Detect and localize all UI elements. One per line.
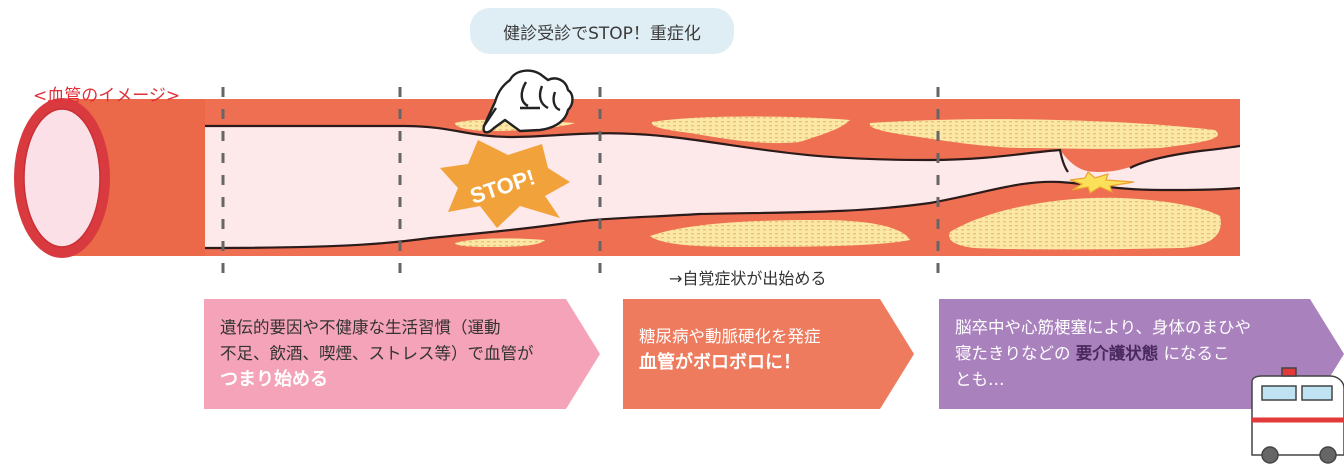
stage-3-emphasis: 要介護状態 [1075, 344, 1159, 363]
plaque [869, 119, 1218, 149]
plaque [651, 116, 850, 144]
stage-3-line-2: 寝たきりなどの 要介護状態 になるこ [955, 341, 1304, 367]
stage-3-line-3: とも… [955, 370, 1005, 389]
stage-2-line-1: 糖尿病や動脈硬化を発症 [639, 327, 821, 346]
stage-2-text: 糖尿病や動脈硬化を発症 血管がボロボロに！ [623, 299, 915, 409]
callout-bubble: 健診受診でSTOP！重症化 [470, 8, 734, 54]
pointing-hand-icon [482, 69, 574, 134]
stage-3-text: 脳卒中や心筋梗塞により、身体のまひや 寝たきりなどの 要介護状態 になるこ とも… [939, 299, 1344, 409]
vessel-image-label: <血管のイメージ> [33, 86, 181, 106]
stage-3-line-1: 脳卒中や心筋梗塞により、身体のまひや [955, 318, 1252, 337]
vessel-cross-section-inner [23, 108, 101, 248]
vessel-lumen [205, 126, 1240, 248]
stage-arrow-shape [939, 299, 1344, 409]
stage-3-line-2-before: 寝たきりなどの [955, 344, 1076, 363]
stop-burst-icon [440, 140, 570, 228]
plaque [949, 197, 1221, 250]
stage-1-text: 遺伝的要因や不健康な生活習慣（運動 不足、飲酒、喫煙、ストレス等）で血管が つま… [204, 299, 600, 409]
stage-arrow-shape [204, 299, 600, 409]
stage-1-line-2: 不足、飲酒、喫煙、ストレス等）で血管が [220, 344, 534, 363]
stage-1-line-1: 遺伝的要因や不健康な生活習慣（運動 [220, 318, 501, 337]
plaque [650, 220, 910, 247]
stage-3-line-2-after: になるこ [1158, 344, 1230, 363]
symptom-caption: →自覚症状が出始める [669, 269, 827, 288]
rupture-burst-icon [1069, 171, 1135, 194]
stage-arrow-shape [623, 299, 914, 409]
stage-1-emphasis: つまり始める [220, 369, 328, 390]
stage-2-emphasis: 血管がボロボロに！ [639, 352, 801, 373]
vessel-upper-line-right [1129, 144, 1241, 169]
ambulance-icon [1251, 367, 1344, 464]
vessel-upper-line [205, 124, 1069, 173]
plaque [455, 238, 545, 247]
